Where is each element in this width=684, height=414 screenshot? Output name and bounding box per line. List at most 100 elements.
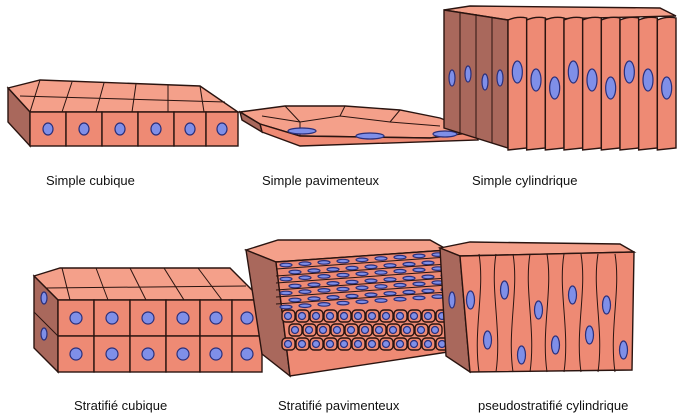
cell-layer-line: [275, 277, 449, 291]
nucleus: [345, 265, 359, 271]
nucleus: [623, 60, 635, 84]
nucleus: [326, 281, 340, 286]
nucleus: [69, 347, 83, 361]
nucleus: [393, 268, 407, 274]
nucleus: [114, 122, 126, 136]
nucleus: [642, 68, 654, 92]
cell-border: [612, 253, 618, 373]
nucleus: [283, 339, 293, 349]
nucleus: [336, 272, 350, 278]
nucleus: [105, 347, 119, 361]
nucleus: [298, 261, 312, 267]
nucleus: [288, 283, 302, 289]
nucleus: [345, 293, 359, 299]
nucleus: [209, 347, 223, 361]
nucleus: [374, 256, 388, 261]
cell-layer-line: [275, 256, 449, 270]
nucleus: [307, 282, 321, 288]
nucleus: [42, 122, 54, 136]
nucleus: [150, 122, 162, 136]
nucleus: [584, 325, 595, 345]
nucleus: [364, 278, 378, 284]
nucleus: [395, 339, 405, 349]
simple-pavimenteux-illustration: [237, 105, 479, 147]
nucleus: [176, 311, 190, 325]
nucleus: [325, 311, 335, 321]
nucleus: [355, 257, 369, 263]
nucleus: [530, 68, 542, 92]
label-stratifie-pavimenteux: Stratifié pavimenteux: [278, 398, 400, 413]
nucleus: [307, 268, 321, 274]
cell-border: [578, 253, 584, 373]
label-simple-cylindrique: Simple cylindrique: [472, 173, 578, 188]
nucleus: [448, 291, 456, 309]
nucleus: [355, 285, 369, 291]
nucleus: [184, 122, 196, 136]
nucleus: [605, 76, 617, 100]
nucleus: [412, 295, 426, 301]
nucleus: [388, 325, 398, 335]
nucleus: [533, 300, 544, 320]
pseudostratifie-cylindrique-illustration: [437, 241, 637, 374]
cell-layer-line: [275, 291, 449, 305]
nucleus: [374, 325, 384, 335]
label-simple-pavimenteux: Simple pavimenteux: [262, 173, 380, 188]
nucleus: [423, 339, 433, 349]
nucleus: [339, 311, 349, 321]
nucleus: [412, 267, 426, 273]
nucleus: [412, 253, 426, 259]
nucleus: [374, 298, 388, 303]
nucleus: [304, 325, 314, 335]
stratifie-cubique-illustration: [32, 267, 264, 374]
stratifie-pavimenteux-illustration: [243, 239, 454, 378]
nucleus: [355, 271, 369, 277]
nucleus: [288, 269, 302, 275]
cell-border: [493, 253, 499, 373]
nucleus: [367, 311, 377, 321]
nucleus: [381, 339, 391, 349]
nucleus: [409, 311, 419, 321]
cell-border: [561, 253, 567, 373]
cell: [507, 16, 528, 151]
nucleus: [209, 311, 223, 325]
nucleus: [661, 76, 673, 100]
nucleus: [511, 60, 523, 84]
cell-layer-line: [275, 263, 449, 277]
nucleus: [383, 277, 397, 282]
nucleus: [402, 289, 416, 295]
nucleus: [336, 258, 350, 264]
nucleus: [346, 325, 356, 335]
nucleus: [298, 303, 312, 309]
nucleus: [586, 68, 598, 92]
cell-layer-line: [275, 249, 449, 263]
nucleus: [465, 290, 476, 310]
nucleus: [499, 280, 510, 300]
nucleus: [317, 288, 331, 293]
nucleus: [105, 311, 119, 325]
nucleus: [307, 296, 321, 302]
cell-layer-line: [275, 270, 449, 284]
nucleus: [283, 311, 293, 321]
nucleus: [326, 295, 340, 300]
nucleus: [402, 325, 412, 335]
nucleus: [421, 288, 435, 294]
nucleus: [567, 60, 579, 84]
nucleus: [516, 345, 527, 365]
nucleus: [317, 274, 331, 279]
nucleus: [279, 304, 293, 310]
cell: [231, 335, 263, 373]
nucleus: [240, 347, 254, 361]
nucleus: [336, 300, 350, 306]
nucleus: [618, 340, 629, 360]
nucleus: [393, 282, 407, 288]
label-stratifie-cubique: Stratifié cubique: [74, 398, 168, 413]
nucleus: [325, 339, 335, 349]
nucleus: [355, 299, 369, 305]
simple-cubique-illustration: [6, 79, 241, 148]
nucleus: [549, 76, 561, 100]
nucleus: [423, 311, 433, 321]
cell-layer-line: [275, 284, 449, 298]
cell-border: [544, 253, 550, 373]
nucleus: [421, 260, 435, 266]
